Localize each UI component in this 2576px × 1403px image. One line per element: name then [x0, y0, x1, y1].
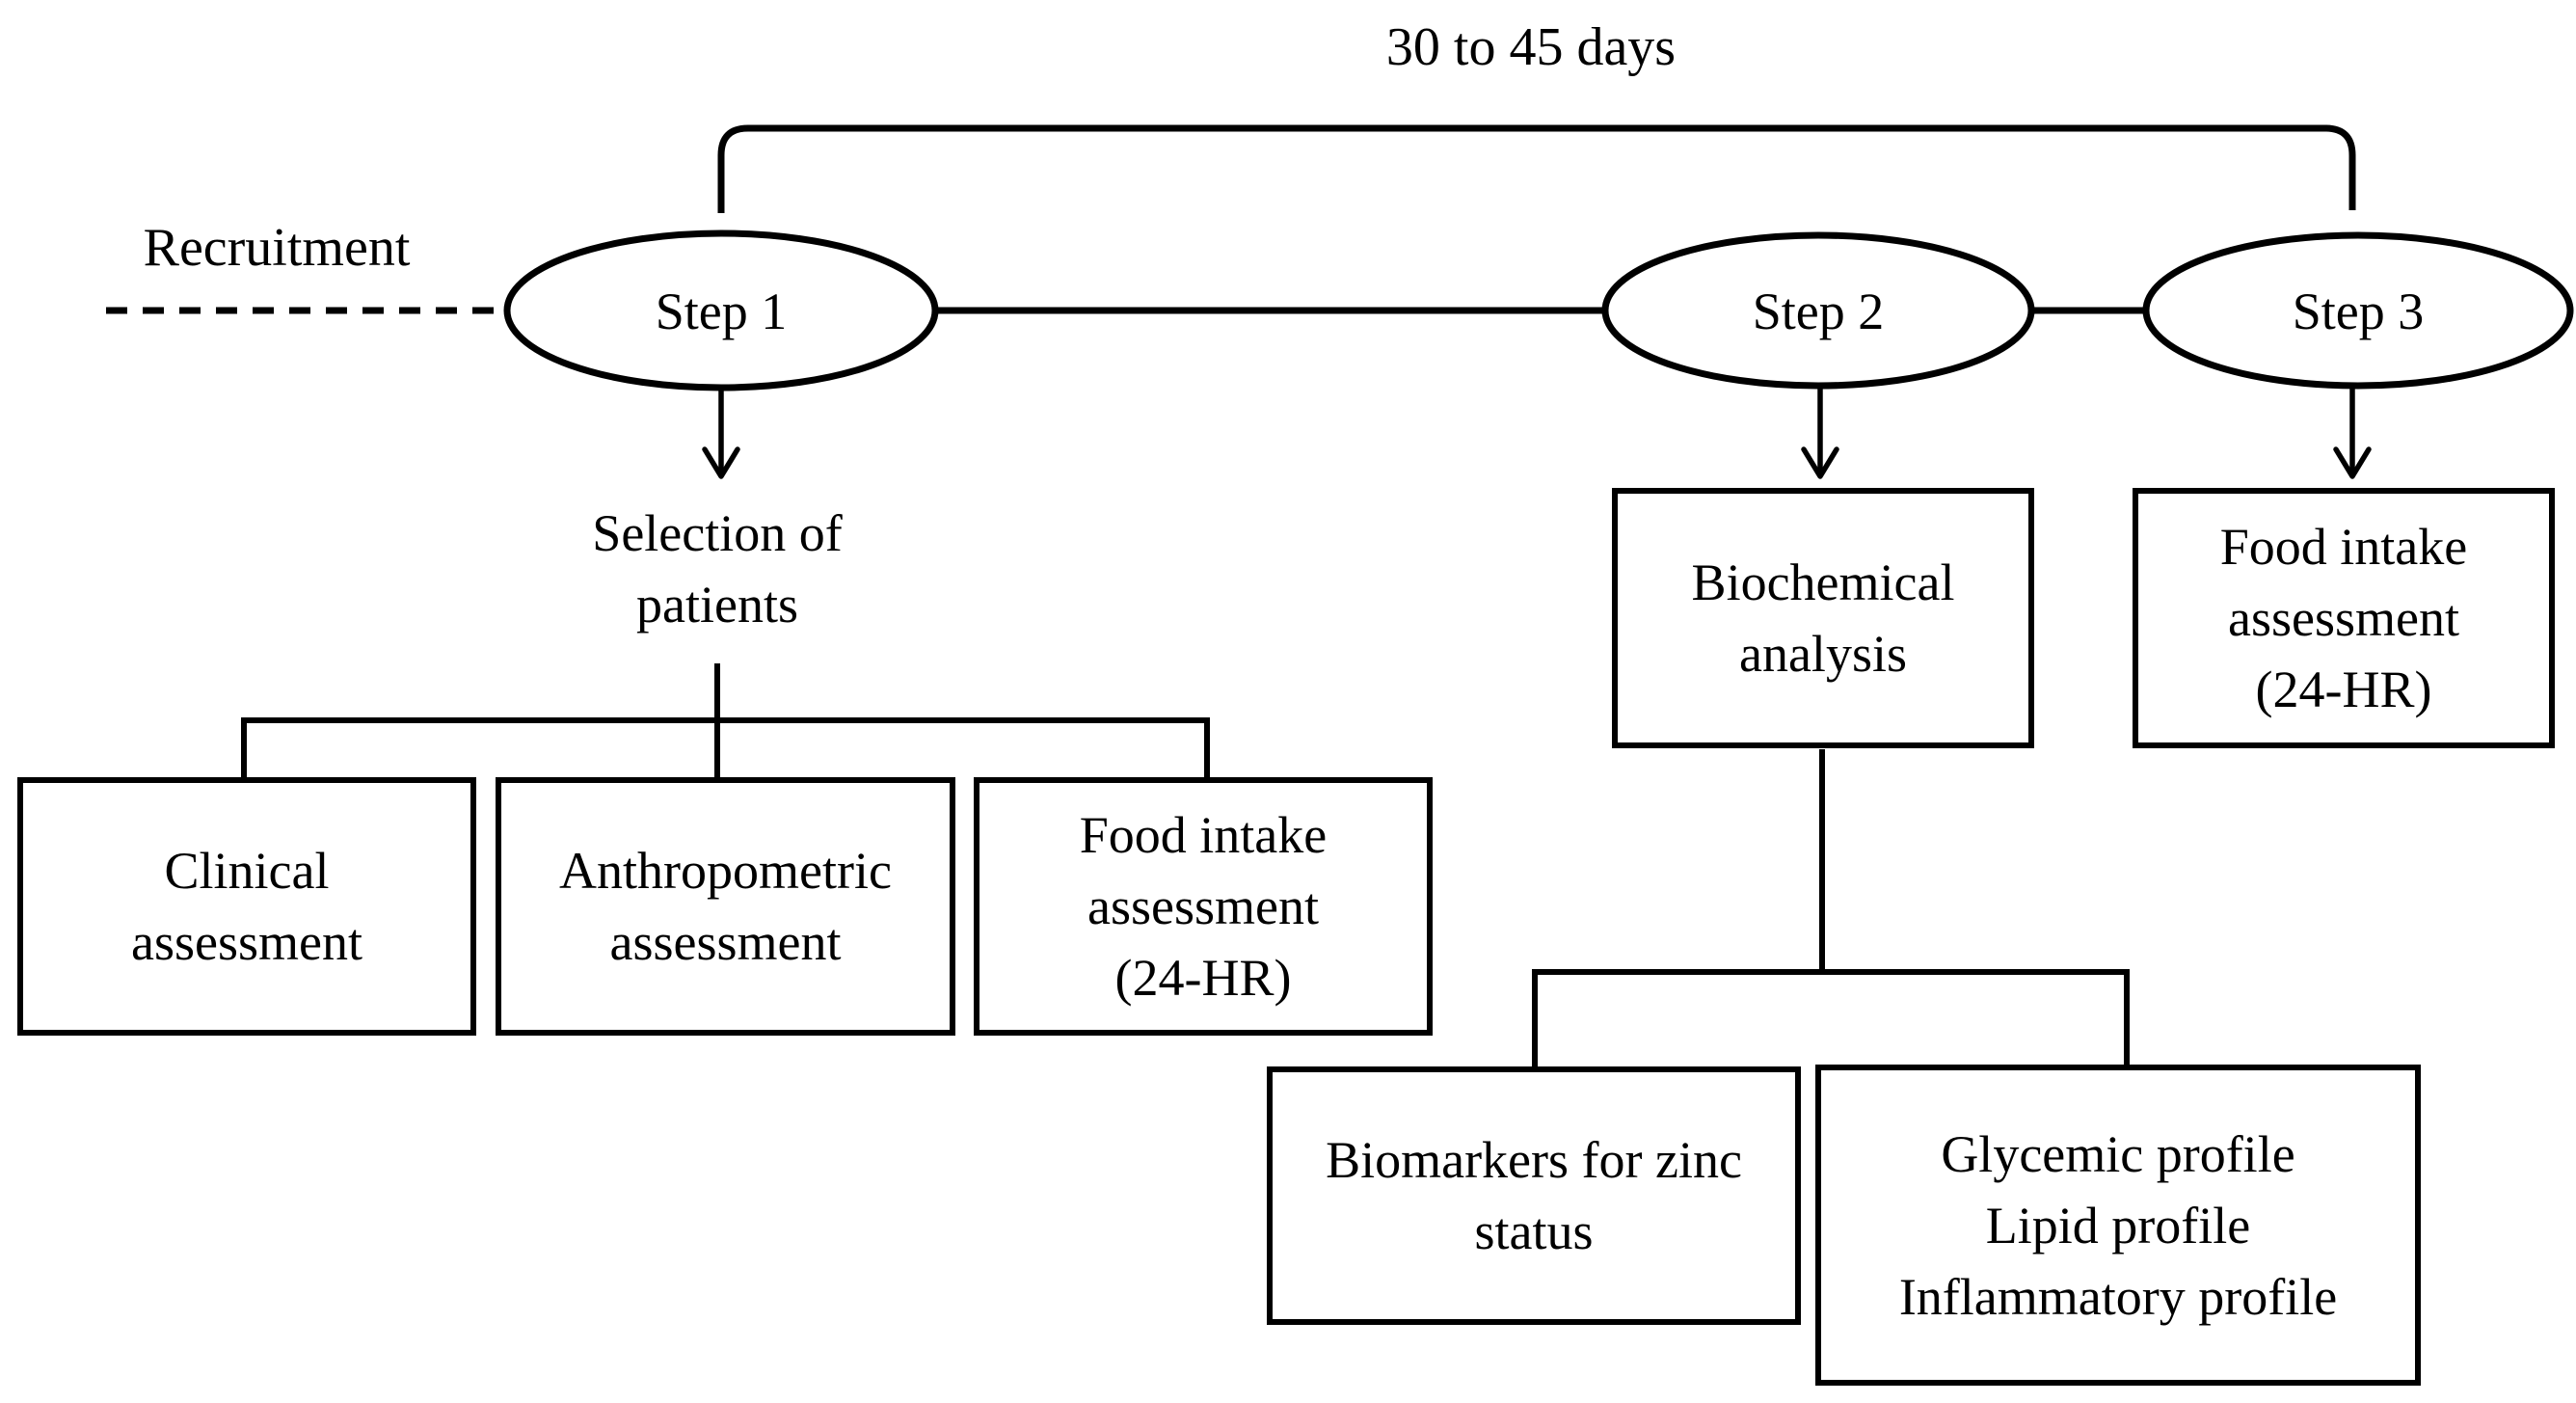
duration-bracket — [717, 124, 2356, 213]
profiles-box: Glycemic profile Lipid profile Inflammat… — [1815, 1065, 2421, 1386]
clinical-assessment-text: Clinical assessment — [131, 842, 362, 971]
biochemical-branch-bracket — [1532, 749, 2130, 1067]
anthropometric-assessment-text: Anthropometric assessment — [559, 842, 892, 971]
biomarkers-zinc-text: Biomarkers for zinc status — [1326, 1131, 1742, 1260]
food-intake-step1-box: Food intake assessment (24-HR) — [974, 777, 1433, 1036]
biomarkers-zinc-box: Biomarkers for zinc status — [1267, 1066, 1801, 1325]
arrow-step2-down — [1801, 383, 1839, 479]
anthropometric-assessment-box: Anthropometric assessment — [496, 777, 955, 1036]
recruitment-label: Recruitment — [143, 218, 411, 278]
arrow-step1-down — [702, 385, 740, 479]
food-intake-step3-box: Food intake assessment (24-HR) — [2133, 488, 2555, 748]
step3-label: Step 3 — [2292, 283, 2425, 340]
profiles-text: Glycemic profile Lipid profile Inflammat… — [1898, 1124, 2338, 1326]
clinical-assessment-box: Clinical assessment — [17, 777, 476, 1036]
food-intake-step1-text: Food intake assessment (24-HR) — [1079, 806, 1328, 1007]
duration-label: 30 to 45 days — [1385, 17, 1677, 77]
food-intake-step3-text: Food intake assessment (24-HR) — [2219, 518, 2468, 718]
selection-branch-bracket — [241, 663, 1210, 777]
biochemical-analysis-text: Biochemical analysis — [1691, 553, 1955, 683]
step1-label: Step 1 — [655, 283, 788, 340]
arrow-step3-down — [2333, 383, 2372, 479]
step2-label: Step 2 — [1752, 283, 1885, 340]
selection-of-patients-label: Selection of patients — [592, 504, 843, 634]
biochemical-analysis-box: Biochemical analysis — [1612, 488, 2034, 748]
